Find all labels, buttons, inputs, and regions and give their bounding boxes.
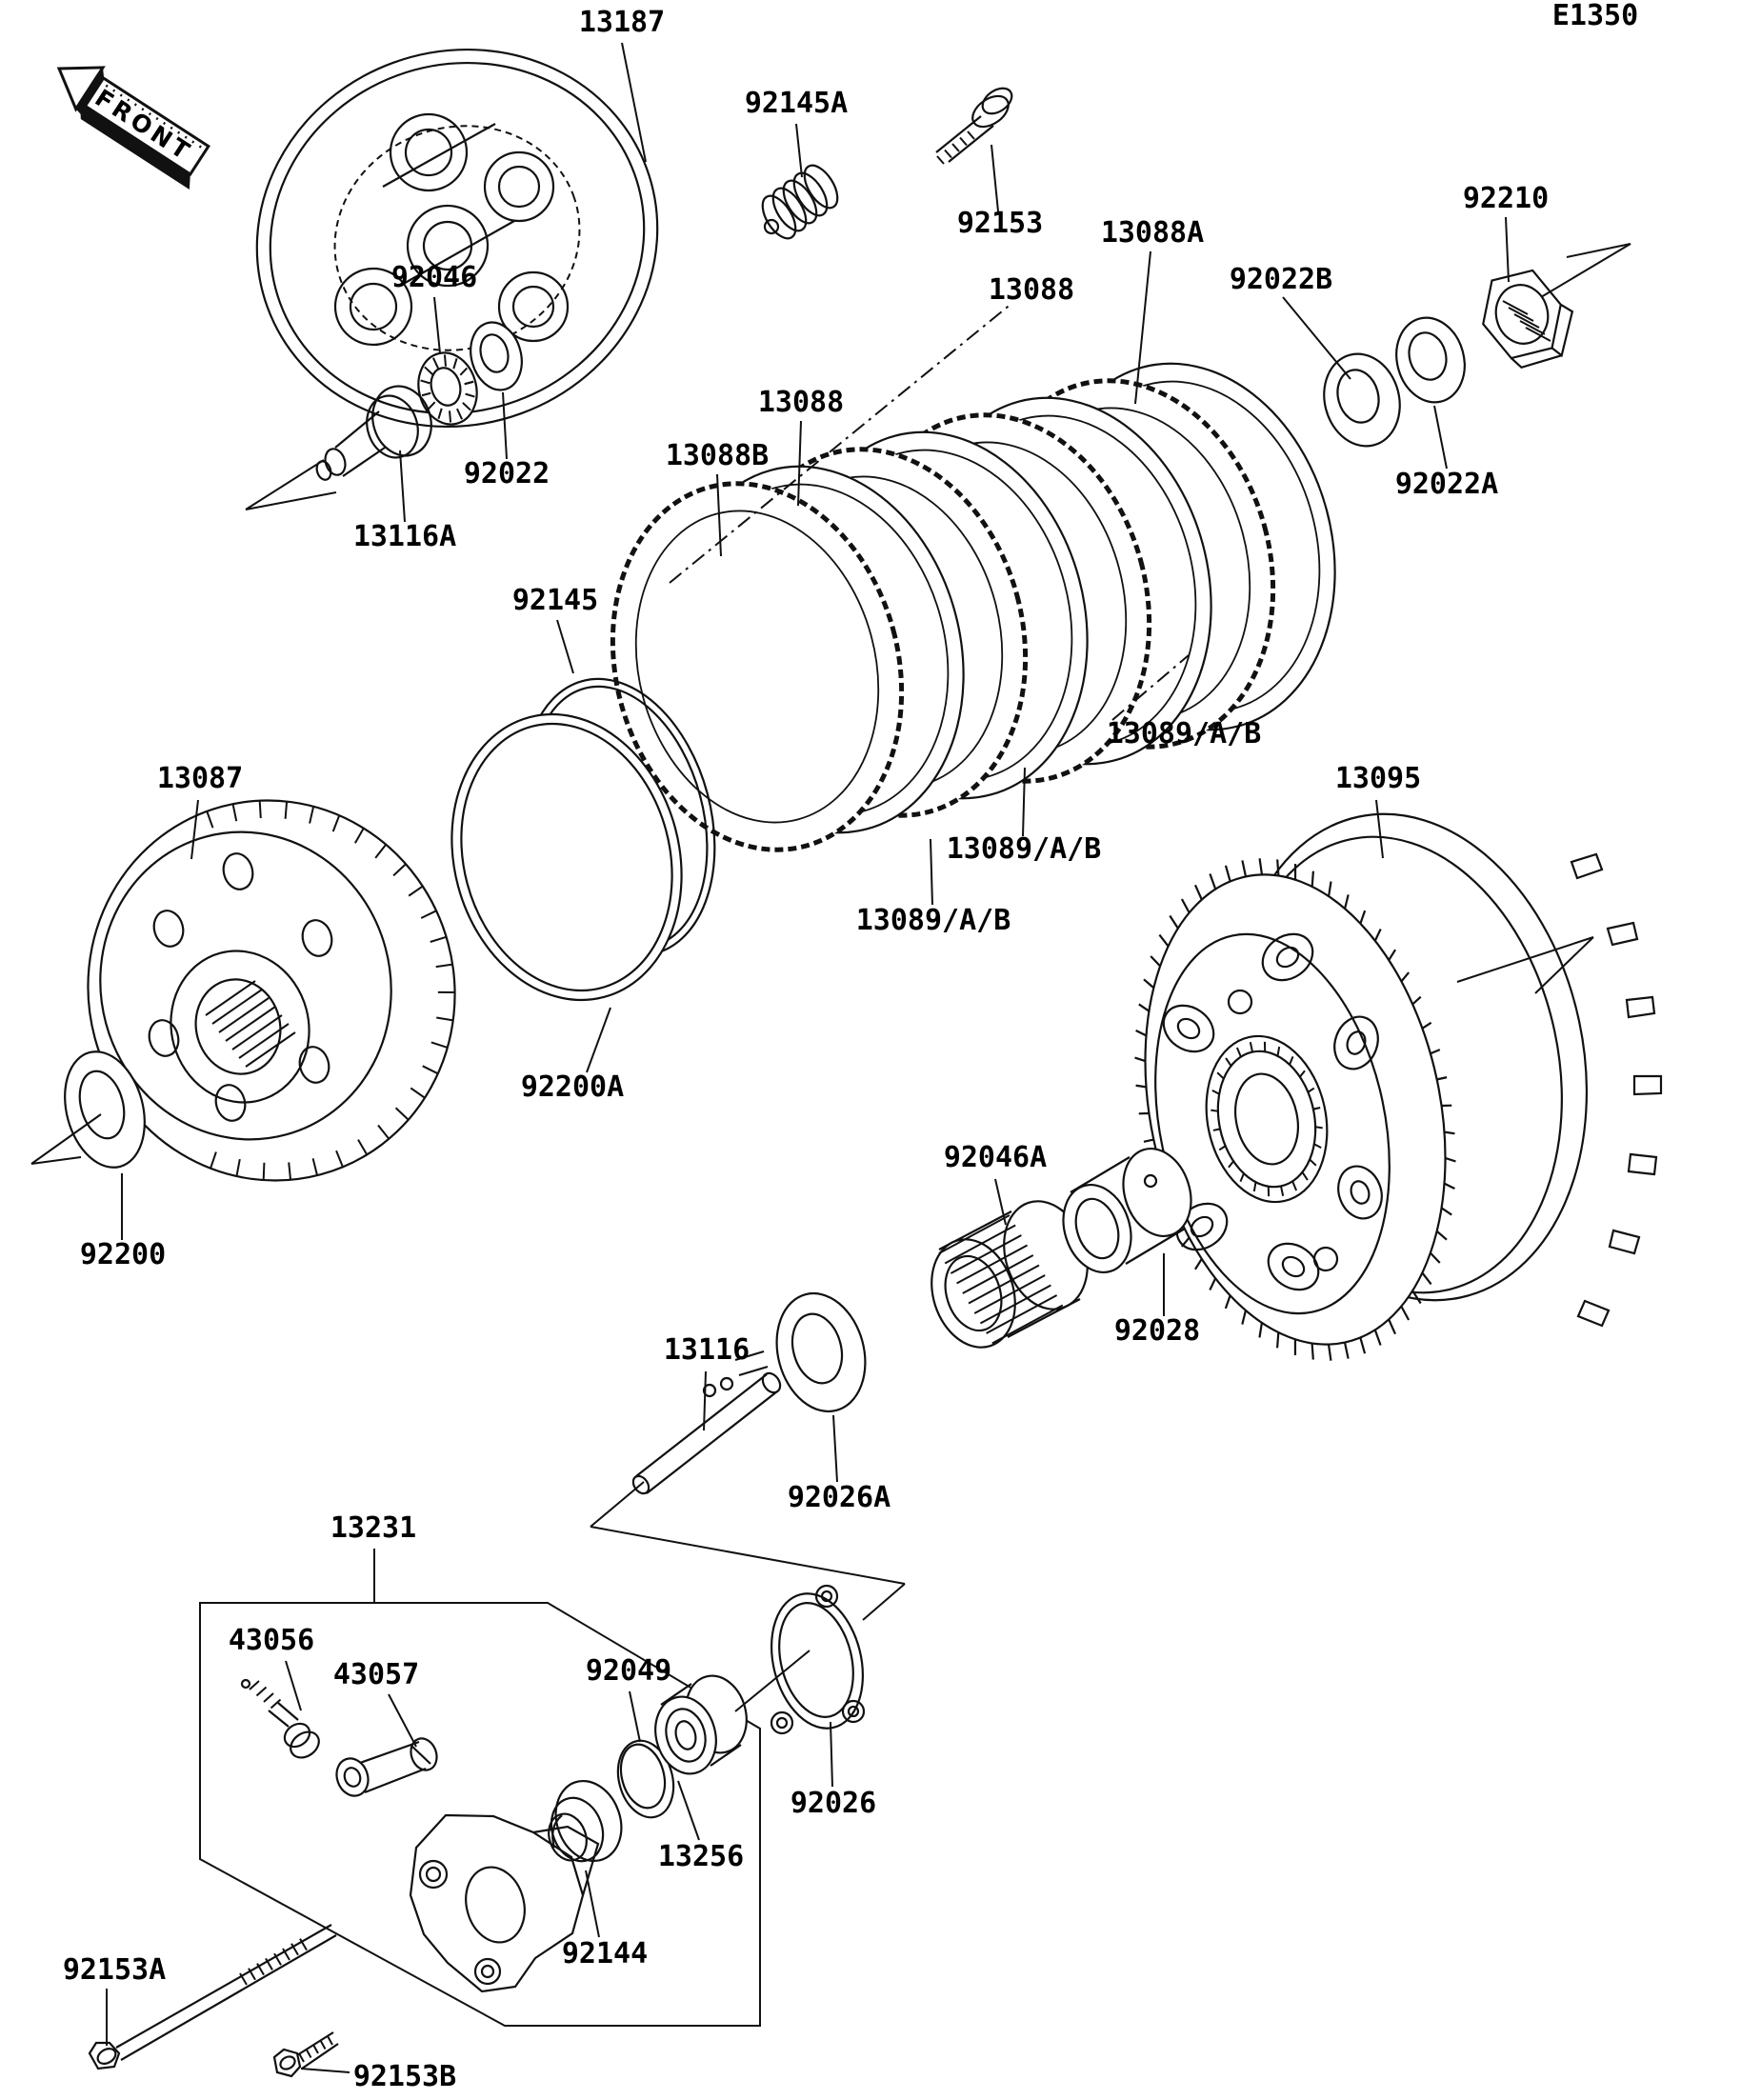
part-label-13088-upper[interactable]: 13088 — [989, 273, 1074, 307]
part-label-13187[interactable]: 13187 — [579, 6, 665, 39]
part-label-13088A[interactable]: 13088A — [1101, 216, 1204, 250]
part-label-92046A[interactable]: 92046A — [944, 1141, 1047, 1174]
front-direction-arrow: FRONT — [56, 66, 210, 190]
gasket-92026-drawing — [770, 1584, 866, 1735]
leader-lines — [30, 42, 1631, 2073]
part-label-13231[interactable]: 13231 — [330, 1511, 416, 1545]
part-label-92145[interactable]: 92145 — [512, 584, 598, 617]
washer-92022-drawing — [470, 321, 523, 391]
page-code-label: E1350 — [1552, 0, 1638, 32]
thrust-washer-92200-drawing — [64, 1050, 146, 1169]
washer-92022A-drawing — [1395, 316, 1466, 404]
part-label-92026[interactable]: 92026 — [790, 1787, 876, 1820]
joint-43057-drawing — [335, 1737, 438, 1797]
part-label-13095[interactable]: 13095 — [1335, 762, 1421, 795]
part-label-43057[interactable]: 43057 — [333, 1658, 419, 1691]
part-labels: E1350 13187 92145A 92153 13088A 92022B 9… — [63, 0, 1638, 2093]
part-label-13089AB-mid[interactable]: 13089/A/B — [947, 832, 1102, 866]
part-label-92153B[interactable]: 92153B — [353, 2060, 456, 2093]
part-label-43056[interactable]: 43056 — [229, 1624, 314, 1657]
part-label-92210[interactable]: 92210 — [1463, 182, 1549, 215]
pushrod-13116-drawing — [631, 1350, 782, 1495]
part-label-13116A[interactable]: 13116A — [353, 520, 456, 553]
part-label-13256[interactable]: 13256 — [658, 1840, 744, 1873]
bleed-valve-43056-drawing — [240, 1678, 320, 1759]
release-shaft-13116A-drawing — [315, 385, 432, 481]
part-label-92022A[interactable]: 92022A — [1395, 468, 1498, 501]
part-label-92022[interactable]: 92022 — [464, 457, 550, 490]
bushing-92028-drawing — [1062, 1147, 1192, 1274]
clutch-spring-bolt-92153-drawing — [935, 87, 1013, 165]
part-label-92144[interactable]: 92144 — [562, 1937, 648, 1970]
part-label-13089AB-right[interactable]: 13089/A/B — [1107, 717, 1262, 750]
part-label-92145A[interactable]: 92145A — [745, 87, 848, 120]
part-label-13089AB-left[interactable]: 13089/A/B — [856, 904, 1011, 937]
clutch-housing-13095-drawing — [1134, 812, 1663, 1361]
clutch-plate-stack-drawing — [610, 362, 1336, 852]
clutch-hub-13087-drawing — [87, 799, 456, 1182]
part-label-92049[interactable]: 92049 — [586, 1654, 671, 1688]
judder-spring-and-seat-drawing — [450, 677, 716, 1002]
release-body-drawing — [409, 1813, 600, 1993]
part-label-92200[interactable]: 92200 — [80, 1238, 166, 1271]
bearing-13256-drawing — [654, 1674, 748, 1775]
seal-92049-drawing — [616, 1739, 675, 1819]
bearing-92046-drawing — [417, 351, 478, 426]
part-label-92028[interactable]: 92028 — [1114, 1314, 1200, 1348]
part-label-92153[interactable]: 92153 — [957, 207, 1043, 240]
part-label-13087[interactable]: 13087 — [157, 762, 243, 795]
release-bracket-13231-outline — [199, 1602, 761, 2027]
part-label-92046[interactable]: 92046 — [391, 261, 477, 294]
washer-92026A-drawing — [775, 1291, 867, 1413]
part-label-13088-mid[interactable]: 13088 — [758, 386, 844, 419]
bolt-92153B-drawing — [272, 2031, 339, 2078]
part-label-13088B[interactable]: 13088B — [666, 439, 769, 472]
hub-nut-92210-drawing — [1482, 269, 1574, 370]
washer-92022B-drawing — [1323, 352, 1401, 448]
stud-bolt-92153A-drawing — [88, 1924, 337, 2070]
part-label-92153A[interactable]: 92153A — [63, 1953, 166, 1987]
multi-part-dashdot-leaders — [669, 302, 1190, 721]
part-label-13116[interactable]: 13116 — [664, 1333, 750, 1367]
pressure-plate-13187-drawing — [255, 48, 659, 429]
part-label-92026A[interactable]: 92026A — [788, 1481, 891, 1514]
boot-92144-drawing — [548, 1779, 623, 1863]
clutch-spring-92145A-drawing — [761, 164, 839, 240]
part-label-92200A[interactable]: 92200A — [521, 1070, 624, 1104]
part-label-92022B[interactable]: 92022B — [1230, 263, 1332, 296]
